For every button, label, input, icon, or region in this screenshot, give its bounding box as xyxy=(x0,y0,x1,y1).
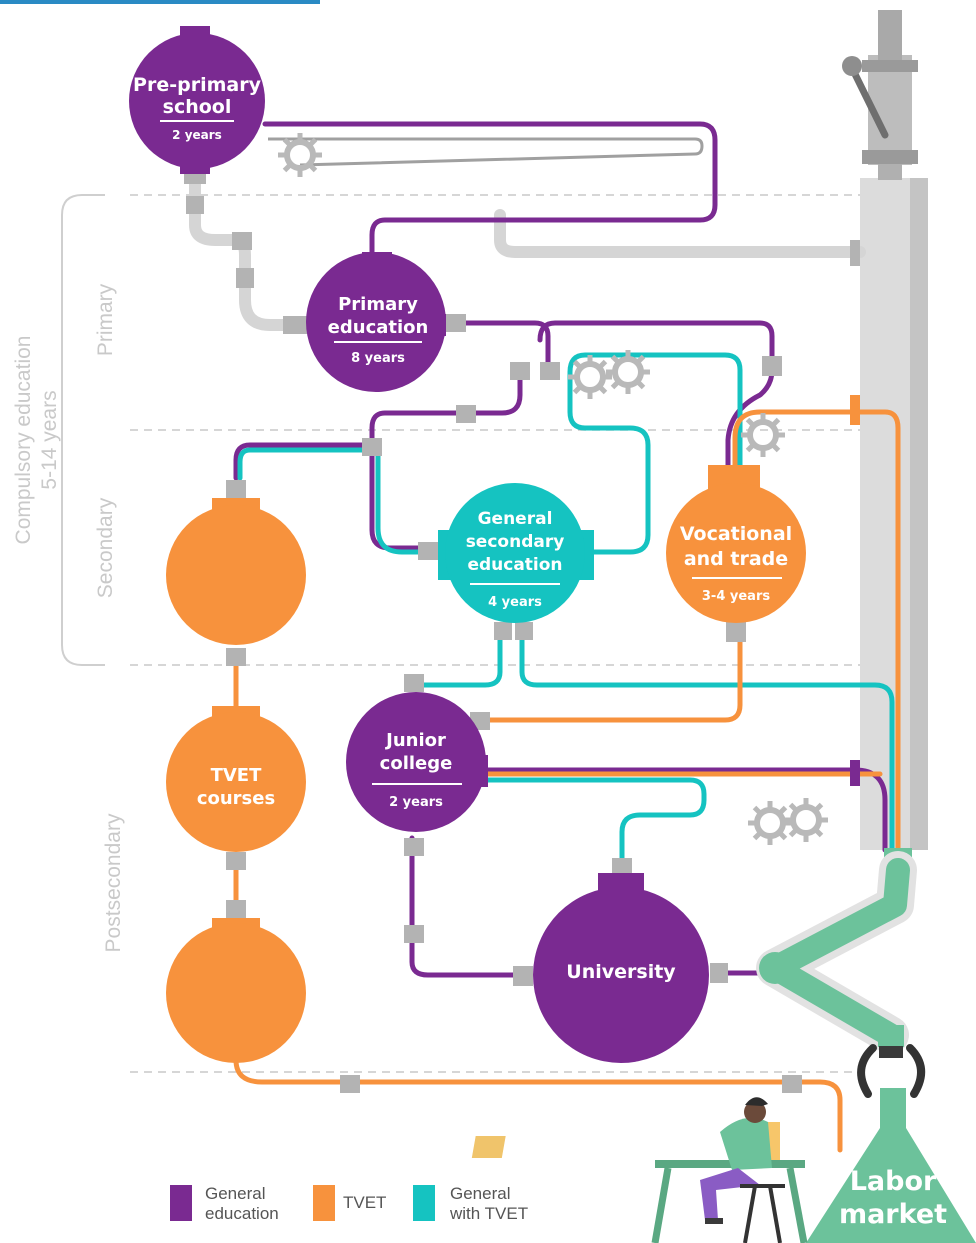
preprimary-title-2: school xyxy=(163,96,232,118)
legend-general-line-2: education xyxy=(205,1204,279,1223)
compulsory-label: Compulsory education xyxy=(12,336,35,545)
junior-college-years: 2 years xyxy=(389,795,443,810)
general-secondary-title-2: secondary xyxy=(466,532,565,552)
general-secondary-title-1: General xyxy=(478,509,553,529)
legend-general-tvet-line-1: General xyxy=(450,1184,510,1203)
preprimary-years: 2 years xyxy=(172,128,222,142)
gear-icon xyxy=(606,350,650,394)
gear-icon xyxy=(784,798,828,842)
university-title: University xyxy=(566,961,676,983)
pipe-connectors xyxy=(184,170,860,1093)
legend-swatch-general-tvet xyxy=(413,1185,435,1221)
vocational-title-1: Vocational xyxy=(680,523,792,545)
general-secondary-years: 4 years xyxy=(488,595,542,610)
gear-icon xyxy=(748,801,792,845)
labor-market-line-2: market xyxy=(839,1199,947,1230)
legend-tvet-line-1: TVET xyxy=(343,1193,386,1212)
robot-arm-icon xyxy=(756,848,925,1098)
legend-swatch-general xyxy=(170,1185,192,1221)
primary-title-1: Primary xyxy=(338,294,418,315)
general-secondary-node: General secondary education 4 years xyxy=(438,483,594,623)
tvet-courses-node: TVET courses xyxy=(166,706,306,852)
vocational-node: Vocational and trade 3-4 years xyxy=(666,465,806,623)
gear-icon xyxy=(741,413,785,457)
vocational-title-2: and trade xyxy=(684,548,788,570)
primary-title-2: education xyxy=(328,317,429,338)
vocational-years: 3-4 years xyxy=(702,589,770,604)
postsecondary-band-label: Postsecondary xyxy=(102,813,125,952)
junior-college-title-1: Junior xyxy=(384,730,446,751)
general-valve xyxy=(850,760,860,786)
labor-market-node: Labor market xyxy=(806,1088,976,1243)
lever-icon xyxy=(842,56,889,139)
cropped-title-edge xyxy=(0,0,320,4)
primary-node: Primary education 8 years xyxy=(306,252,446,392)
legend-general-line-1: General xyxy=(205,1184,265,1203)
gear-icon xyxy=(278,133,322,177)
preprimary-node: Pre-primary school 2 years xyxy=(129,26,265,174)
general-secondary-title-3: education xyxy=(467,555,562,575)
person-at-laptop-icon xyxy=(471,1097,808,1243)
compulsory-bracket xyxy=(61,194,105,666)
gear-icon xyxy=(568,355,612,399)
secondary-tvet-node xyxy=(166,498,306,645)
gray-pipes xyxy=(189,172,866,331)
tvet-valve xyxy=(850,395,860,425)
junior-college-title-2: college xyxy=(380,753,453,774)
legend-general-tvet-line-2: with TVET xyxy=(449,1204,528,1223)
belt xyxy=(268,137,704,167)
secondary-band-label: Secondary xyxy=(94,497,117,598)
junior-college-node: Junior college 2 years xyxy=(346,692,488,832)
compulsory-years-label: 5-14 years xyxy=(38,390,61,489)
legend-swatch-tvet xyxy=(313,1185,335,1221)
tvet-pipes xyxy=(233,409,901,1153)
labor-market-line-1: Labor xyxy=(850,1166,937,1197)
primary-band-label: Primary xyxy=(94,283,117,356)
postsecondary-tvet-node xyxy=(166,918,306,1063)
general-with-tvet-pipes xyxy=(237,352,895,865)
tvet-courses-title-1: TVET xyxy=(211,765,263,786)
preprimary-title-1: Pre-primary xyxy=(133,74,262,96)
university-node: University xyxy=(533,873,709,1063)
legend: General education TVET General with TVET xyxy=(170,1184,528,1223)
primary-years: 8 years xyxy=(351,351,405,366)
tvet-courses-title-2: courses xyxy=(197,788,275,809)
